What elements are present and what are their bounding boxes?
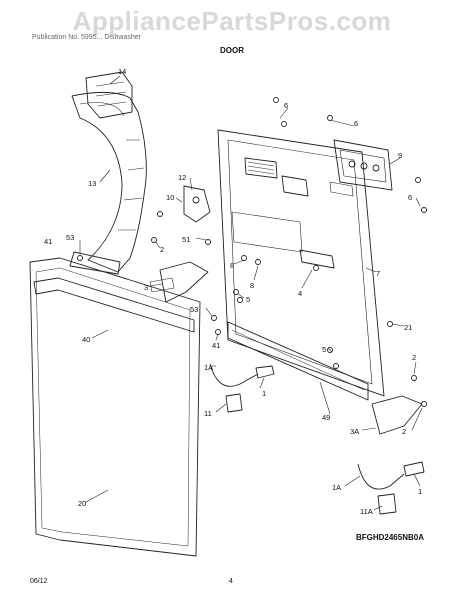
callout-4: 4 [298, 289, 302, 298]
control-module [333, 139, 393, 191]
callout-7: 7 [376, 269, 380, 278]
outer-door-panel [29, 257, 201, 557]
callout-5: 5 [322, 345, 326, 354]
callout-2: 2 [412, 353, 416, 362]
inner-door-panel [217, 129, 385, 397]
door-handle [33, 277, 195, 333]
diagram-code: BFGHD2465NB0A [355, 533, 424, 542]
left-hinge [159, 261, 209, 303]
callout-9: 9 [398, 151, 402, 160]
callout-6: 6 [354, 119, 358, 128]
callout-12: 12 [178, 173, 186, 182]
watermark-logo: AppliancePartsPros.com [72, 6, 392, 36]
right-hinge [371, 395, 423, 435]
vent-duct [71, 91, 147, 273]
callout-1A: 1A [332, 483, 341, 492]
callout-2: 2 [160, 245, 164, 254]
door-latch [183, 185, 211, 223]
callout-5: 5 [246, 295, 250, 304]
callout-20: 20 [78, 499, 86, 508]
section-title: DOOR [220, 46, 244, 55]
callout-51: 51 [182, 235, 190, 244]
wire-harness-lower [357, 463, 405, 490]
publication-subtitle: Publication No. 5995... Dishwasher [32, 34, 141, 41]
callout-13: 13 [88, 179, 96, 188]
wire-harness-upper [209, 363, 259, 387]
callout-11A: 11A [360, 507, 373, 516]
callout-3A: 3A [350, 427, 359, 436]
callout-41: 41 [212, 341, 220, 350]
callout-53: 53 [190, 305, 198, 314]
callout-1A: 1A [204, 363, 213, 372]
callout-1: 1 [262, 389, 266, 398]
callout-6: 6 [408, 193, 412, 202]
callout-53: 53 [66, 233, 74, 242]
callout-41: 41 [44, 237, 52, 246]
footer-date: 06/12 [30, 578, 48, 585]
page-number: 4 [229, 578, 233, 585]
callout-10: 10 [166, 193, 174, 202]
vent-housing [85, 71, 133, 119]
callout-8: 8 [230, 261, 234, 270]
callout-14: 14 [118, 67, 126, 76]
callout-1: 1 [418, 487, 422, 496]
bottom-trim-strip [227, 321, 369, 401]
callout-6: 6 [284, 101, 288, 110]
callout-21: 21 [404, 323, 412, 332]
callout-2: 2 [402, 427, 406, 436]
callout-49: 49 [322, 413, 330, 422]
callout-8: 8 [250, 281, 254, 290]
callout-40: 40 [82, 335, 90, 344]
callout-3: 3 [144, 283, 148, 292]
callout-11: 11 [204, 409, 212, 418]
